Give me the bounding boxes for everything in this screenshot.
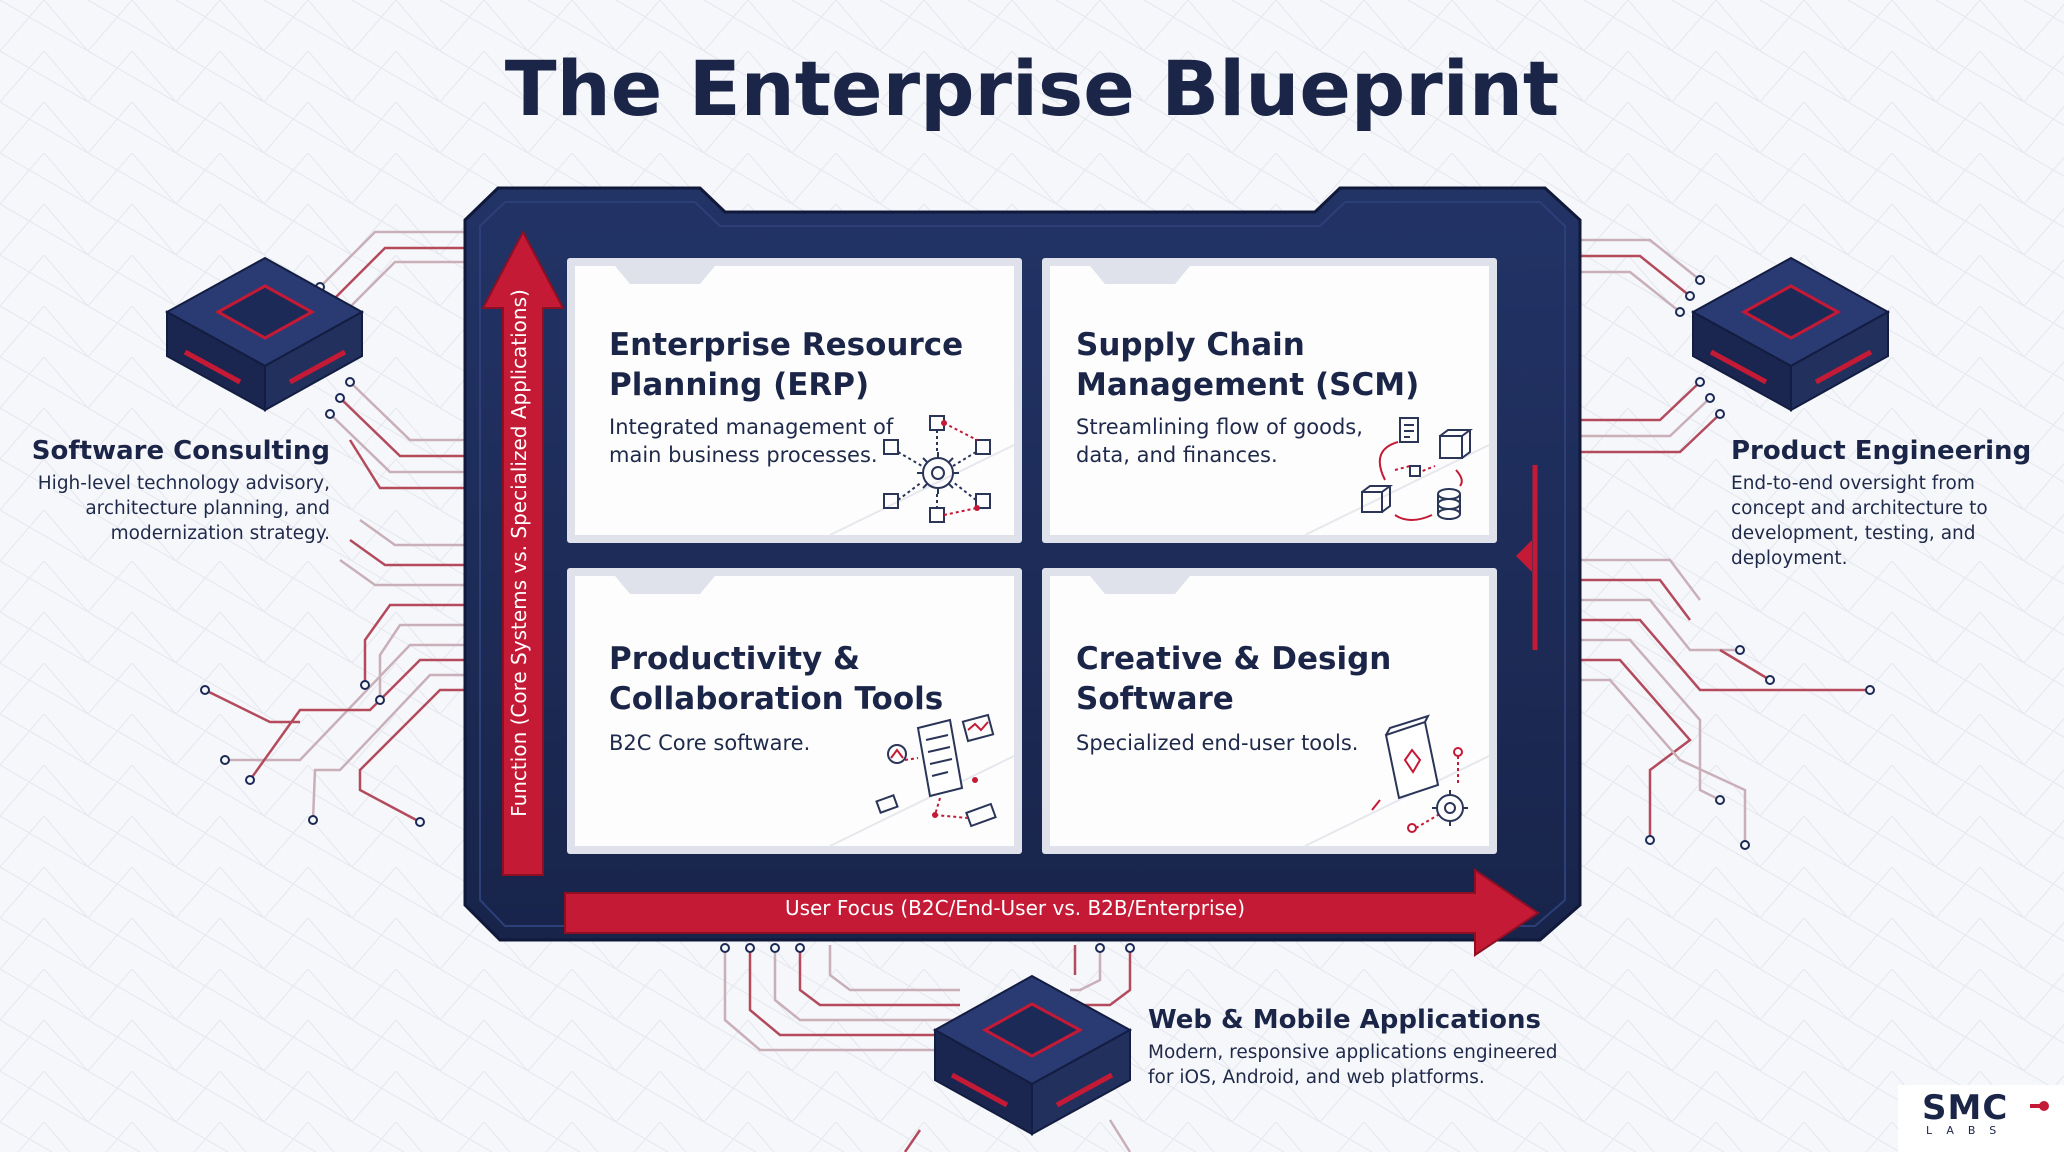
frame-inner-edge <box>479 201 1566 927</box>
card-title: Enterprise Resource Planning (ERP) <box>609 325 989 405</box>
card-title-line: Creative & Design <box>1076 641 1392 677</box>
card-description: B2C Core software. <box>609 729 1009 757</box>
logo: SMC LABS <box>1922 1088 2052 1137</box>
service-description-line: End-to-end oversight from <box>1731 473 1975 494</box>
card-title: Productivity & Collaboration Tools <box>609 639 1009 719</box>
card-description: Specialized end-user tools. <box>1076 729 1476 757</box>
service-title: Web & Mobile Applications <box>1148 1005 1541 1035</box>
card-title-line: Enterprise Resource <box>609 327 964 363</box>
chip-icon <box>1690 256 1891 412</box>
service-product-engineering: Product Engineering End-to-end oversight… <box>1731 434 2051 571</box>
service-description: End-to-end oversight from concept and ar… <box>1731 471 2051 571</box>
card-scm: Supply Chain Management (SCM) Streamlini… <box>1076 325 1456 469</box>
card-description-line: Integrated management of <box>609 415 894 439</box>
card-description: Integrated management of main business p… <box>609 413 989 469</box>
service-description-line: Modern, responsive applications engineer… <box>1148 1042 1558 1063</box>
card-creative: Creative & Design Software Specialized e… <box>1076 639 1476 757</box>
y-axis-arrow <box>481 229 565 876</box>
card-title: Creative & Design Software <box>1076 639 1476 719</box>
service-title: Software Consulting <box>31 436 330 466</box>
card-panels <box>567 258 1497 854</box>
service-description: High-level technology advisory, architec… <box>30 471 330 546</box>
page-title: The Enterprise Blueprint <box>504 44 1560 133</box>
circuit-traces-bottom <box>723 945 1132 1152</box>
service-title: Product Engineering <box>1731 436 2032 466</box>
card-description-line: Specialized end-user tools. <box>1076 731 1359 755</box>
network-gear-icon <box>883 415 991 523</box>
card-title: Supply Chain Management (SCM) <box>1076 325 1456 405</box>
card-title-line: Planning (ERP) <box>609 367 870 403</box>
service-description-line: modernization strategy. <box>110 523 330 544</box>
documents-collaboration-icon <box>875 713 997 828</box>
service-description: Modern, responsive applications engineer… <box>1148 1040 1608 1090</box>
y-axis-label: Function (Core Systems vs. Specialized A… <box>507 289 531 817</box>
card-description-line: main business processes. <box>609 443 878 467</box>
card-description: Streamlining flow of goods, data, and fi… <box>1076 413 1456 469</box>
card-title-line: Management (SCM) <box>1076 367 1420 403</box>
circuit-nodes-right <box>1645 275 1875 850</box>
x-axis-arrow <box>564 868 1540 957</box>
card-title-line: Software <box>1076 681 1234 717</box>
x-axis-label: User Focus (B2C/End-User vs. B2B/Enterpr… <box>784 896 1246 920</box>
card-description-line: B2C Core software. <box>609 731 811 755</box>
circuit-traces-left <box>204 230 465 824</box>
card-erp: Enterprise Resource Planning (ERP) Integ… <box>609 325 989 469</box>
circuit-traces-right <box>1575 238 1870 845</box>
service-web-mobile: Web & Mobile Applications Modern, respon… <box>1148 1003 1608 1090</box>
service-description-line: concept and architecture to <box>1731 498 1988 519</box>
frame-side-accent-tip <box>1516 540 1532 572</box>
logo-sub-text: LABS <box>1926 1124 2011 1137</box>
service-consulting: Software Consulting High-level technolog… <box>30 434 330 546</box>
card-description-line: Streamlining flow of goods, <box>1076 415 1363 439</box>
card-title-line: Supply Chain <box>1076 327 1305 363</box>
card-title-line: Productivity & <box>609 641 861 677</box>
supply-cycle-icon <box>1361 417 1473 521</box>
smc-labs-logo <box>1898 1085 2064 1152</box>
service-description-line: deployment. <box>1731 548 1848 569</box>
circuit-nodes-bottom <box>720 943 1135 953</box>
service-description-line: architecture planning, and <box>85 498 330 519</box>
chip-icon <box>932 974 1133 1136</box>
logo-main-text: SMC <box>1922 1088 2009 1128</box>
card-productivity: Productivity & Collaboration Tools B2C C… <box>609 639 1009 757</box>
design-book-gear-icon <box>1371 714 1468 833</box>
card-title-line: Collaboration Tools <box>609 681 944 717</box>
chip-icon <box>164 256 365 412</box>
card-description-line: data, and finances. <box>1076 443 1278 467</box>
service-description-line: High-level technology advisory, <box>37 473 330 494</box>
service-description-line: for iOS, Android, and web platforms. <box>1148 1067 1485 1088</box>
service-description-line: development, testing, and <box>1731 523 1976 544</box>
